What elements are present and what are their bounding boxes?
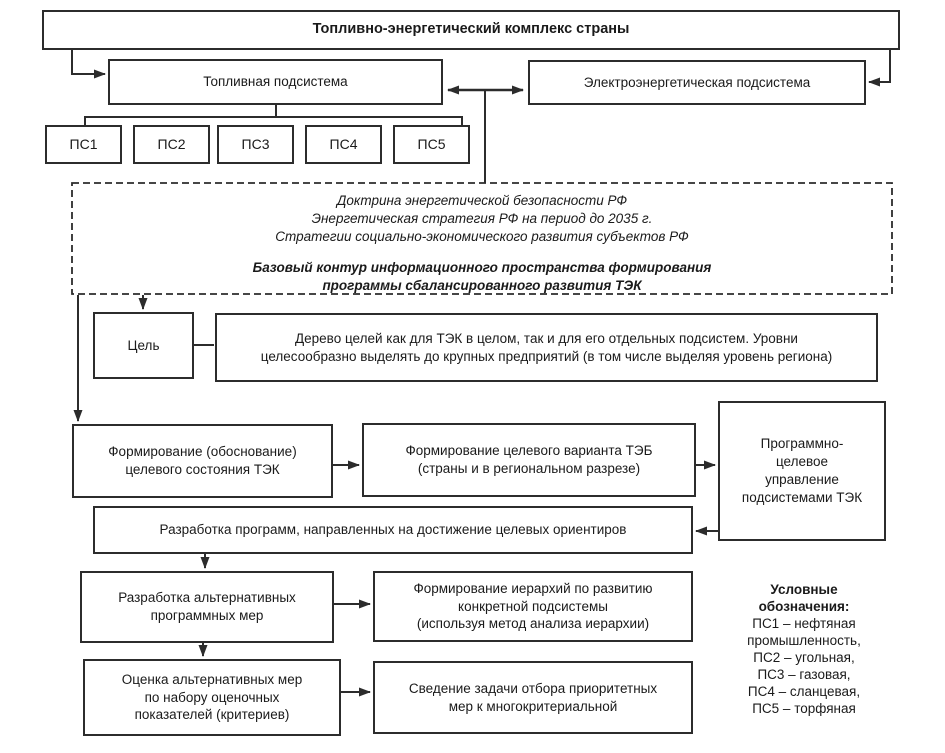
connector-root-to-electric (868, 50, 891, 87)
goal-tree-box: Дерево целей как для ТЭК в целом, так и … (215, 313, 878, 382)
electric-subsystem-box: Электроэнергетическая подсистема (528, 60, 866, 105)
ps-box-4: ПС4 (305, 125, 382, 164)
info-space-box: Доктрина энергетической безопасности РФ … (72, 183, 892, 294)
form-state-box: Формирование (обоснование) целевого сост… (72, 424, 333, 498)
develop-programs-box: Разработка программ, направленных на дос… (93, 506, 693, 554)
info-doc-line: Доктрина энергетической безопасности РФ (336, 193, 628, 208)
form-teb-box: Формирование целевого варианта ТЭБ (стра… (362, 423, 696, 497)
goal-box: Цель (93, 312, 194, 379)
ps-box-1: ПС1 (45, 125, 122, 164)
info-space-bold-note: Базовый контур информационного пространс… (252, 260, 712, 293)
fuel-subsystem-box: Топливная подсистема (108, 59, 443, 105)
legend-title: Условные обозначения: (758, 582, 850, 614)
legend-item: ПС3 – газовая, (757, 667, 851, 682)
legend: Условные обозначения: ПС1 – нефтяная про… (728, 581, 880, 717)
info-space-documents: Доктрина энергетической безопасности РФ … (72, 192, 892, 246)
program-target-box: Программно- целевое управление подсистем… (718, 401, 886, 541)
legend-item: ПС4 – сланцевая, (747, 684, 861, 699)
info-doc-line: Энергетическая стратегия РФ на период до… (311, 211, 653, 226)
ps-box-5: ПС5 (393, 125, 470, 164)
ps-box-3: ПС3 (217, 125, 294, 164)
info-doc-line: Стратегии социально-экономического разви… (275, 229, 689, 244)
legend-item: ПС1 – нефтяная промышленность, (747, 616, 861, 648)
develop-alternatives-box: Разработка альтернативных программных ме… (80, 571, 334, 643)
title-box: Топливно-энергетический комплекс страны (42, 10, 900, 50)
connector-fuel-to-ps-bracket (84, 105, 463, 125)
evaluate-measures-box: Оценка альтернативных мер по набору оцен… (83, 659, 341, 736)
form-hierarchies-box: Формирование иерархий по развитию конкре… (373, 571, 693, 642)
legend-item: ПС2 – угольная, (753, 650, 855, 665)
ps-box-2: ПС2 (133, 125, 210, 164)
legend-item: ПС5 – торфяная (752, 701, 856, 716)
connector-root-to-fuel (71, 50, 106, 79)
reduce-task-box: Сведение задачи отбора приоритетных мер … (373, 661, 693, 734)
